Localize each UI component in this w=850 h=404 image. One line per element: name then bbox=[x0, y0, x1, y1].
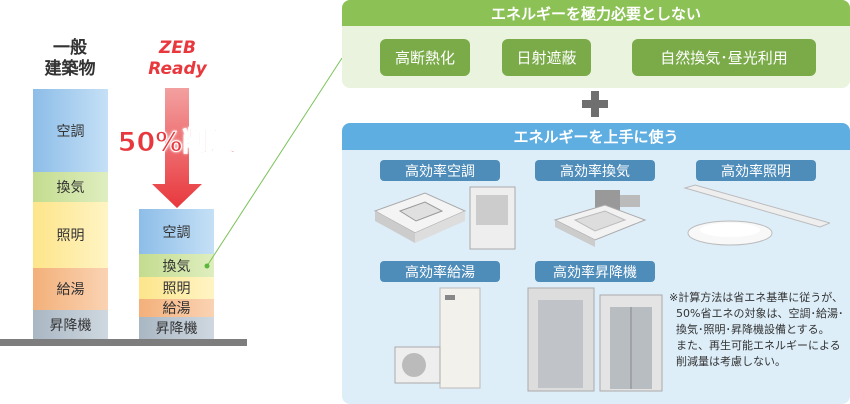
zeb-segment-ac: 空調 bbox=[139, 209, 214, 254]
zeb-segment-light: 照明 bbox=[139, 277, 214, 299]
segment-label: 照明 bbox=[162, 281, 191, 297]
ground-line bbox=[0, 339, 247, 346]
label-efficient-elevator: 高効率昇降機 bbox=[535, 261, 655, 282]
air-conditioner-image bbox=[373, 186, 516, 250]
general-segment-light: 照明 bbox=[33, 202, 108, 268]
water-heater-image bbox=[394, 287, 481, 389]
segment-label: 給湯 bbox=[162, 301, 191, 317]
segment-label: 昇降機 bbox=[155, 321, 198, 337]
general-segment-vent: 換気 bbox=[33, 172, 108, 202]
label-efficient-ac: 高効率空調 bbox=[380, 160, 500, 181]
segment-label: 換気 bbox=[56, 180, 85, 196]
use-panel-title: エネルギーを上手に使う bbox=[342, 123, 850, 150]
elevator-image bbox=[527, 287, 663, 392]
reduce-panel-title: エネルギーを極力必要としない bbox=[342, 0, 850, 26]
zeb-segment-hotwater: 給湯 bbox=[139, 299, 214, 317]
title-line: 一般 bbox=[53, 38, 87, 58]
item-natural-vent-daylight: 自然換気･昼光利用 bbox=[632, 39, 816, 76]
reduction-label: 50%削減 bbox=[117, 127, 237, 159]
plus-icon bbox=[582, 91, 608, 117]
general-segment-elevator: 昇降機 bbox=[33, 310, 108, 339]
zeb-segment-vent: 換気 bbox=[139, 254, 214, 277]
title-line: ZEB bbox=[159, 38, 196, 58]
label-efficient-hotwater: 高効率給湯 bbox=[380, 261, 500, 282]
title-line: 建築物 bbox=[44, 59, 96, 79]
general-segment-hotwater: 給湯 bbox=[33, 268, 108, 310]
calculation-note: ※計算方法は省エネ基準に従うが、 50%省エネの対象は、空調･給湯･ 換気･照明… bbox=[669, 291, 844, 368]
segment-label: 昇降機 bbox=[49, 317, 92, 334]
zeb-segment-elevator: 昇降機 bbox=[139, 317, 214, 339]
segment-label: 空調 bbox=[162, 224, 191, 241]
reduction-arrow-icon bbox=[152, 88, 202, 208]
item-high-insulation: 高断熱化 bbox=[380, 39, 470, 76]
zeb-ready-title: ZEB Ready bbox=[130, 38, 225, 80]
general-segment-ac: 空調 bbox=[33, 89, 108, 172]
segment-label: 給湯 bbox=[56, 282, 85, 298]
segment-label: 空調 bbox=[56, 123, 85, 140]
label-efficient-light: 高効率照明 bbox=[696, 160, 816, 181]
title-line: Ready bbox=[148, 59, 207, 79]
general-building-title: 一般 建築物 bbox=[30, 38, 110, 80]
lighting-image bbox=[683, 184, 830, 246]
item-solar-shading: 日射遮蔽 bbox=[502, 39, 591, 76]
segment-label: 換気 bbox=[162, 258, 191, 275]
segment-label: 照明 bbox=[56, 228, 85, 244]
label-efficient-vent: 高効率換気 bbox=[535, 160, 655, 181]
ventilation-fan-image bbox=[553, 190, 647, 247]
